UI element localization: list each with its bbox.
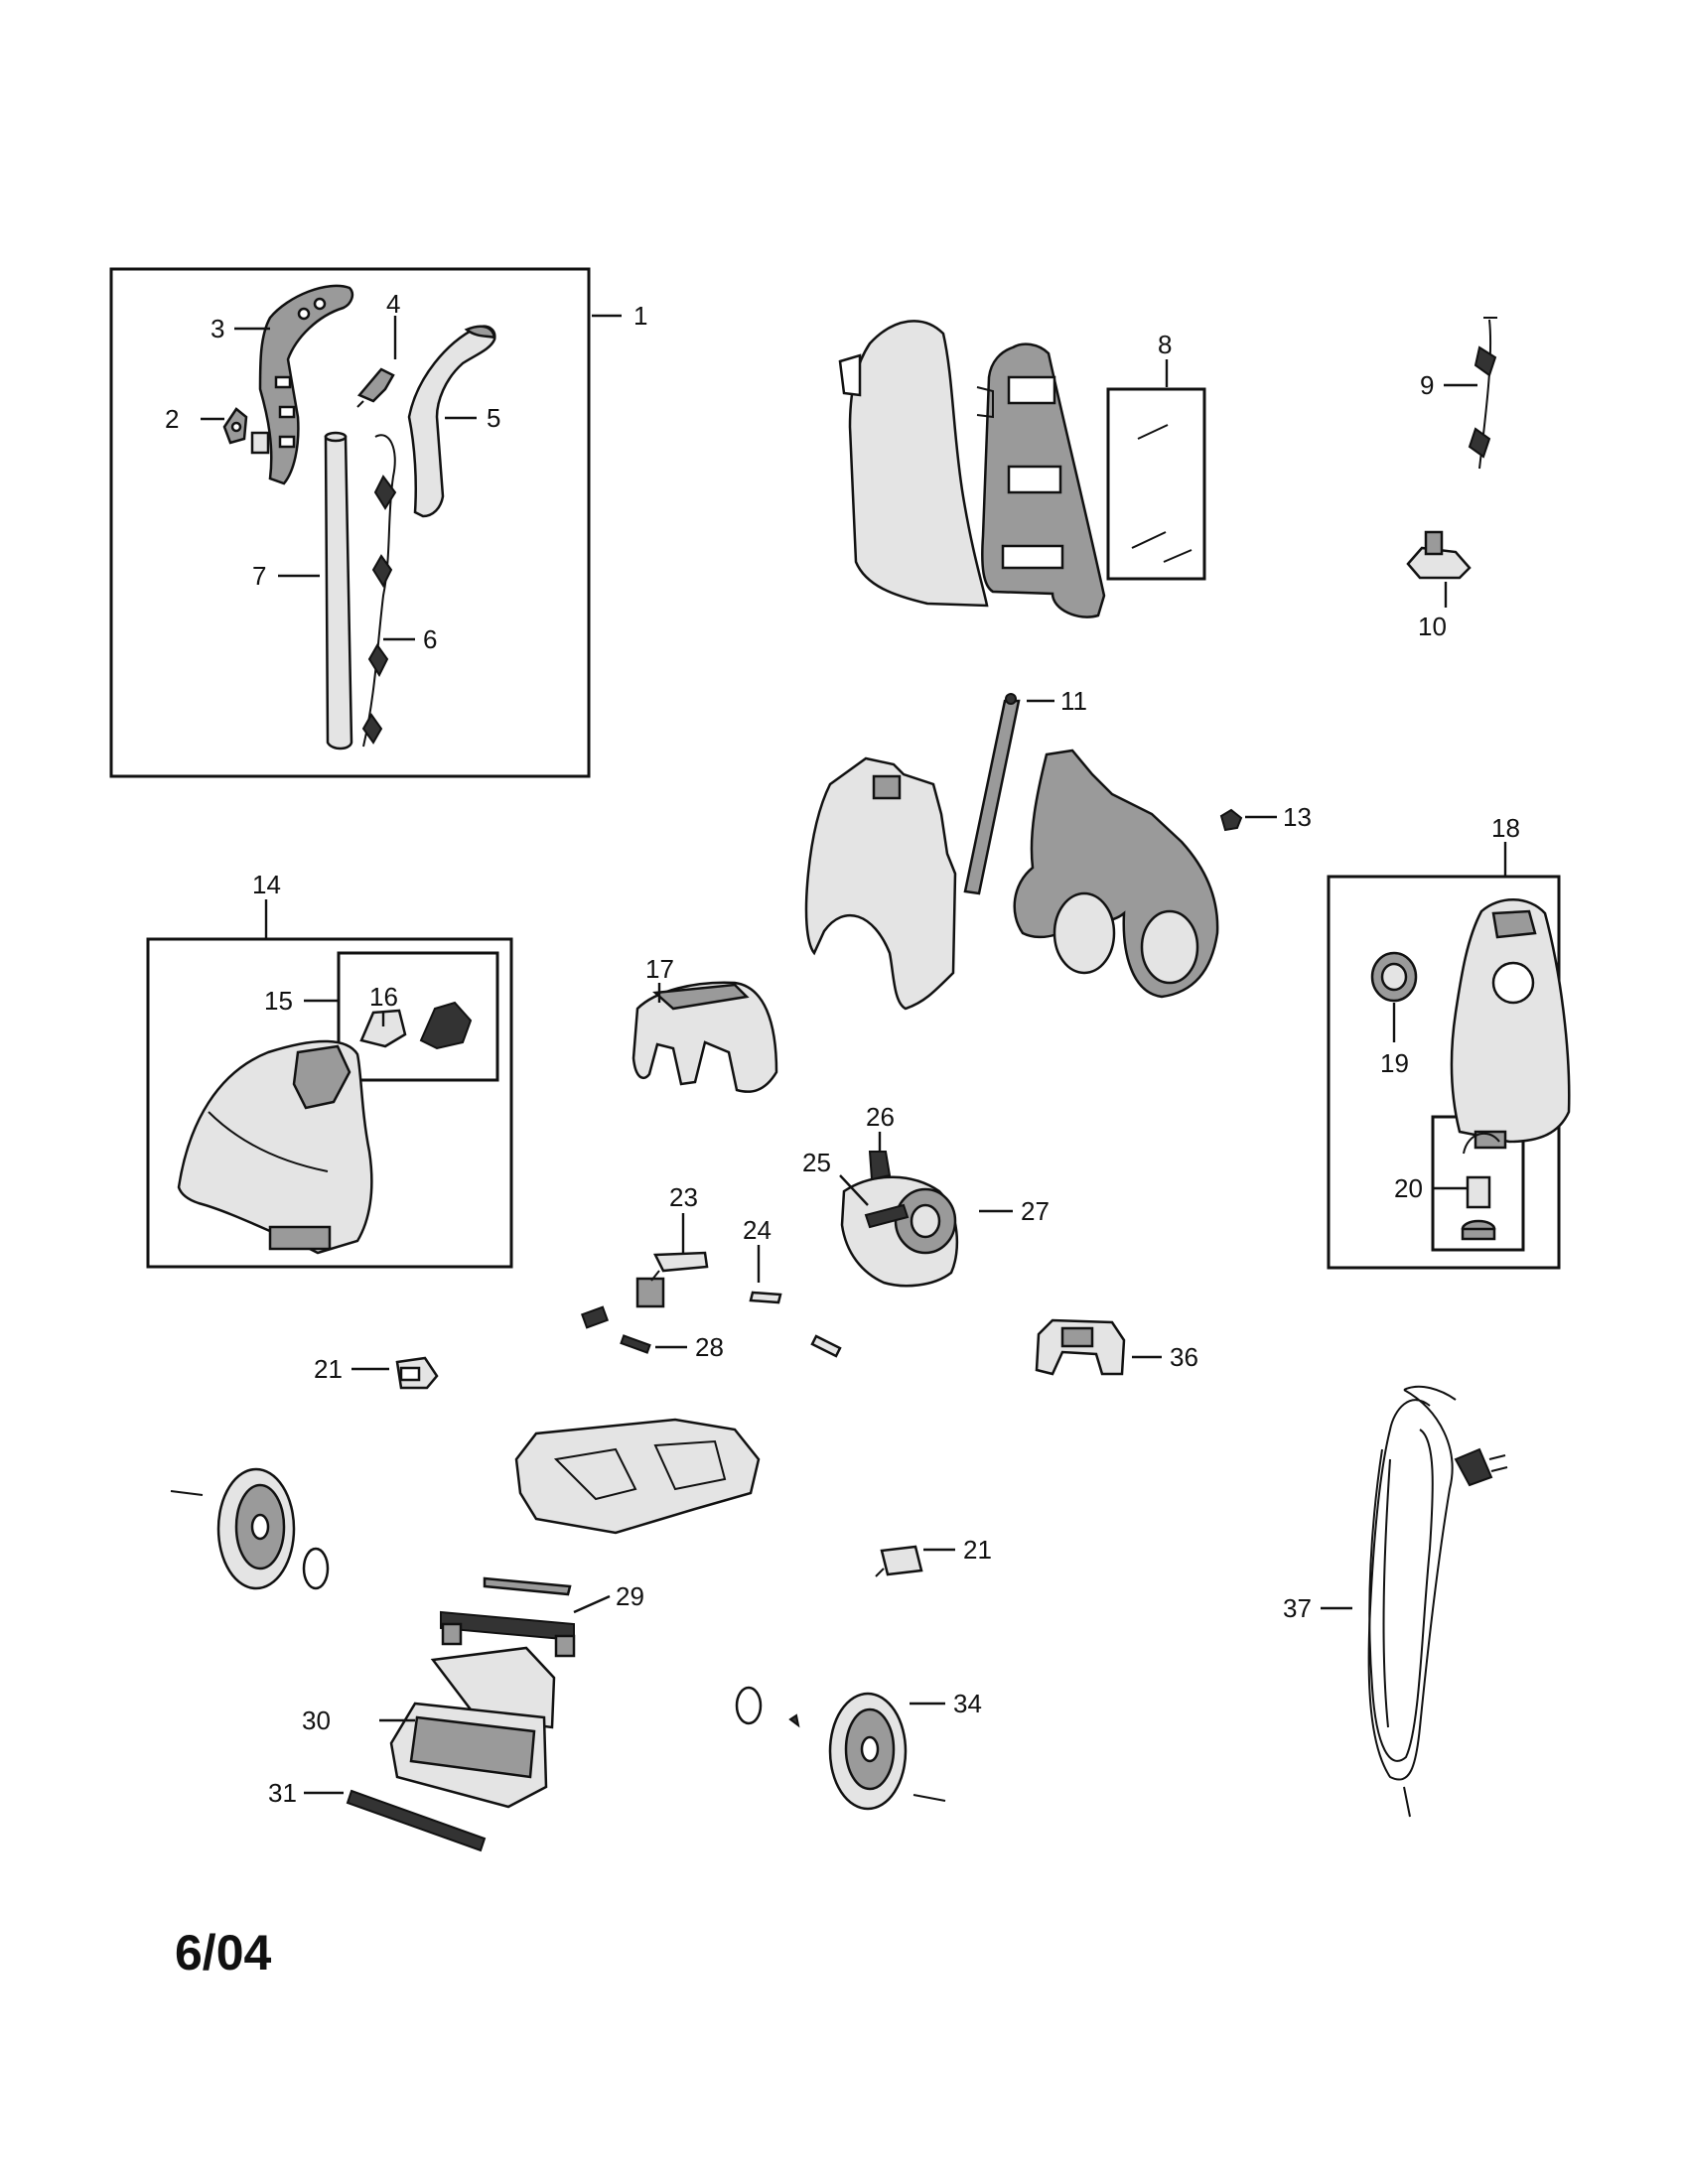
label-part-31: 31 xyxy=(268,1778,297,1808)
label-part-9: 9 xyxy=(1420,370,1434,400)
part-base-frame xyxy=(514,1418,761,1535)
part-34-right-wheel xyxy=(735,1686,946,1811)
label-part-14: 14 xyxy=(252,870,281,899)
label-part-6: 6 xyxy=(423,624,437,654)
part-4-actuator xyxy=(356,367,395,408)
part-upper-cover-front xyxy=(838,320,989,608)
label-part-19: 19 xyxy=(1380,1048,1409,1078)
label-part-8: 8 xyxy=(1158,330,1172,359)
label-part-37: 37 xyxy=(1283,1593,1312,1623)
part-16-nozzle-pieces xyxy=(359,1001,473,1050)
label-part-27: 27 xyxy=(1021,1196,1050,1226)
part-lower-cover-rear xyxy=(1013,749,1219,999)
part-labels: 1 2 3 4 5 6 7 8 9 10 11 13 14 15 16 17 1… xyxy=(165,289,1520,1808)
label-part-2: 2 xyxy=(165,404,179,434)
part-24-pins xyxy=(749,1291,842,1358)
label-part-20: 20 xyxy=(1394,1173,1423,1203)
part-37-power-cord xyxy=(1367,1385,1508,1818)
part-17-tank-cover xyxy=(632,981,778,1093)
label-part-25: 25 xyxy=(802,1148,831,1177)
part-9-wire-lead xyxy=(1468,317,1497,470)
label-part-10: 10 xyxy=(1418,612,1447,641)
label-part-1: 1 xyxy=(633,301,647,331)
part-11-rod xyxy=(963,693,1021,895)
part-30-nozzle xyxy=(389,1702,548,1809)
part-13-nut xyxy=(1219,808,1243,832)
label-part-23: 23 xyxy=(669,1182,698,1212)
label-part-17: 17 xyxy=(645,954,674,984)
group-box-fastener-kit xyxy=(1106,387,1206,581)
part-18-clean-tank xyxy=(1450,898,1571,1150)
label-part-24: 24 xyxy=(743,1215,772,1245)
part-lower-cover-front xyxy=(804,756,957,1011)
label-part-5: 5 xyxy=(487,403,500,433)
group-box-nozzle-kit xyxy=(337,951,499,1082)
revision-date: 6/04 xyxy=(175,1925,272,1980)
part-7-handle-tube xyxy=(324,431,353,751)
part-19-cap xyxy=(1370,951,1418,1003)
label-part-11: 11 xyxy=(1060,686,1087,716)
label-part-18: 18 xyxy=(1491,813,1520,843)
part-nozzle-upper xyxy=(430,1646,556,1729)
part-left-wheel xyxy=(170,1467,330,1590)
part-8-screws xyxy=(1131,424,1193,563)
label-part-30: 30 xyxy=(302,1706,331,1735)
label-part-16: 16 xyxy=(369,982,398,1012)
part-25-27-pump-assembly xyxy=(840,1151,959,1288)
label-part-21-lower: 21 xyxy=(963,1535,992,1565)
part-29-brush-bar xyxy=(440,1576,576,1658)
part-28-springs xyxy=(580,1305,651,1354)
label-part-36: 36 xyxy=(1170,1342,1198,1372)
label-part-13: 13 xyxy=(1283,802,1312,832)
label-part-28: 28 xyxy=(695,1332,724,1362)
label-part-34: 34 xyxy=(953,1689,982,1718)
label-part-26: 26 xyxy=(866,1102,895,1132)
label-part-15: 15 xyxy=(264,986,293,1016)
part-21-bracket-upper xyxy=(395,1356,439,1390)
part-3-handle-half xyxy=(258,284,354,485)
part-10-clip xyxy=(1406,530,1472,580)
part-14-tank-body xyxy=(177,1039,373,1255)
part-23-latch xyxy=(635,1251,709,1308)
part-31-strip xyxy=(346,1789,487,1852)
label-part-7: 7 xyxy=(252,561,266,591)
leader-lines xyxy=(201,314,1507,1795)
label-part-4: 4 xyxy=(386,289,400,319)
part-6-wire-harness xyxy=(361,434,397,748)
part-5-handle-half xyxy=(407,325,496,518)
part-2-switch xyxy=(222,407,270,455)
part-36-bracket xyxy=(1035,1318,1126,1376)
label-part-3: 3 xyxy=(210,314,224,343)
part-upper-cover-rear xyxy=(976,342,1106,618)
part-20-valve-kit xyxy=(1461,1132,1500,1241)
label-part-21-upper: 21 xyxy=(314,1354,343,1384)
part-21-bracket-lower xyxy=(875,1545,923,1577)
label-part-29: 29 xyxy=(616,1581,644,1611)
